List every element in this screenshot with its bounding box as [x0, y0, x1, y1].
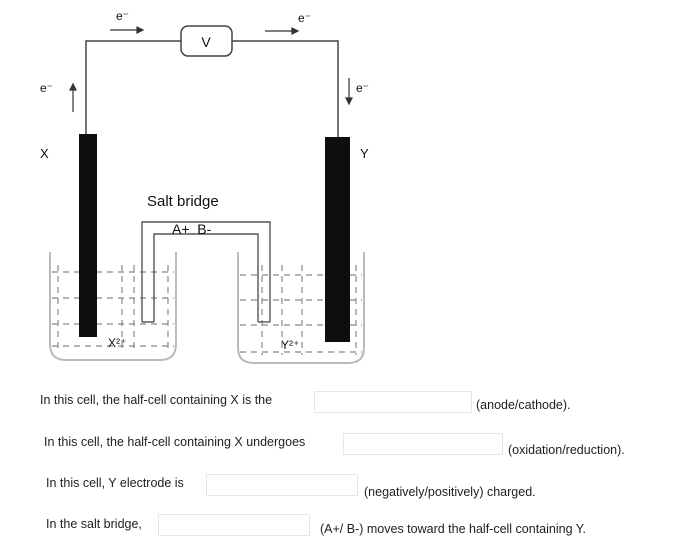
- electron-label: e⁻: [116, 9, 129, 23]
- electron-label: e⁻: [40, 81, 53, 95]
- question-1-prompt: In this cell, the half-cell containing X…: [40, 393, 273, 407]
- question-4-prompt: In the salt bridge,: [46, 517, 142, 531]
- salt-bridge-label: Salt bridge: [147, 193, 219, 210]
- question-1-answer-field[interactable]: [314, 391, 472, 413]
- salt-bridge: [141, 221, 271, 323]
- question-2-prompt: In this cell, the half-cell containing X…: [44, 435, 306, 449]
- question-3-prompt: In this cell, Y electrode is: [46, 476, 184, 490]
- question-3-answer-field[interactable]: [206, 474, 358, 496]
- right-electrode-y: [325, 137, 350, 342]
- electron-arrow: [69, 26, 353, 112]
- external-wire: [85, 40, 181, 134]
- salt-bridge-ions: A+ B-: [172, 221, 212, 237]
- left-solution-ion: X²⁺: [108, 336, 126, 350]
- right-solution-ion: Y²⁺: [281, 338, 299, 352]
- question-2-choices: (oxidation/reduction).: [508, 443, 625, 457]
- left-electrode-label: X: [40, 146, 49, 161]
- electron-label: e⁻: [356, 81, 369, 95]
- question-3-choices: (negatively/positively) charged.: [364, 485, 536, 499]
- left-electrode-x: [79, 134, 97, 337]
- voltmeter-label: V: [201, 34, 211, 50]
- right-electrode-label: Y: [360, 146, 369, 161]
- question-1-choices: (anode/cathode).: [476, 398, 571, 412]
- galvanic-cell-diagram: V e⁻ e⁻ e⁻ e⁻ X Y: [40, 9, 369, 364]
- external-wire: [232, 40, 339, 137]
- voltmeter: V: [180, 25, 233, 57]
- question-2-answer-field[interactable]: [343, 433, 503, 455]
- electron-label: e⁻: [298, 11, 311, 25]
- question-4-answer-field[interactable]: [158, 514, 310, 536]
- question-4-choices: (A+/ B-) moves toward the half-cell cont…: [320, 522, 586, 536]
